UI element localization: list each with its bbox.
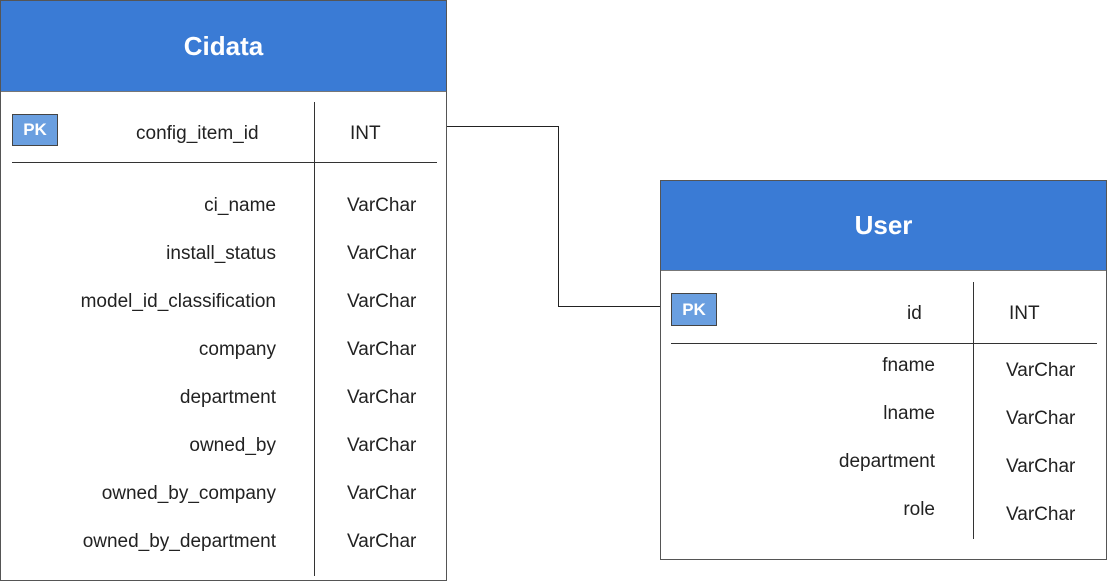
cidata-field-type: VarChar [347,243,417,264]
cidata-field-type: VarChar [347,291,417,312]
cidata-column-divider [314,102,315,576]
user-field-name: department [838,451,935,472]
user-field-type: VarChar [1006,360,1076,381]
cidata-field-name: owned_by [189,435,276,456]
cidata-table: Cidata PK config_item_id INT ci_name Var… [0,0,447,581]
user-field-name: fname [882,355,935,376]
user-column-divider [973,282,974,539]
user-table-header: User [661,181,1106,271]
cidata-pk-badge: PK [12,114,58,146]
cidata-field-type: VarChar [347,195,417,216]
cidata-table-header: Cidata [1,1,446,92]
user-field-name: lname [883,403,935,424]
cidata-field-type: VarChar [347,339,417,360]
user-field-name: role [903,499,935,520]
cidata-field-name: model_id_classification [80,291,276,312]
cidata-pk-field-name: config_item_id [136,123,259,144]
cidata-field-type: VarChar [347,435,417,456]
relationship-connector-segment [558,306,661,307]
user-pk-badge-label: PK [682,299,706,319]
cidata-field-name: owned_by_company [101,483,276,504]
cidata-pk-badge-label: PK [23,120,47,139]
user-table-title: User [854,210,913,240]
cidata-field-name: company [198,339,276,360]
relationship-connector-segment [447,126,559,127]
user-pk-badge: PK [671,293,717,326]
user-field-type: VarChar [1006,456,1076,477]
user-pk-field-name: id [907,303,922,324]
user-table: User PK id INT fname VarChar lname VarCh… [660,180,1107,560]
relationship-connector-segment [558,126,559,307]
user-field-type: VarChar [1006,504,1076,525]
user-field-type: VarChar [1006,408,1076,429]
cidata-field-name: owned_by_department [82,531,276,552]
cidata-field-type: VarChar [347,531,417,552]
cidata-table-title: Cidata [183,30,264,61]
cidata-field-name: ci_name [204,195,276,216]
user-pk-field-type: INT [1009,303,1040,324]
cidata-pk-field-type: INT [350,123,381,144]
cidata-field-name: install_status [166,243,276,264]
cidata-field-type: VarChar [347,483,417,504]
cidata-field-type: VarChar [347,387,417,408]
cidata-field-name: department [179,387,276,408]
cidata-pk-separator [12,162,437,163]
user-pk-separator [671,343,1097,344]
